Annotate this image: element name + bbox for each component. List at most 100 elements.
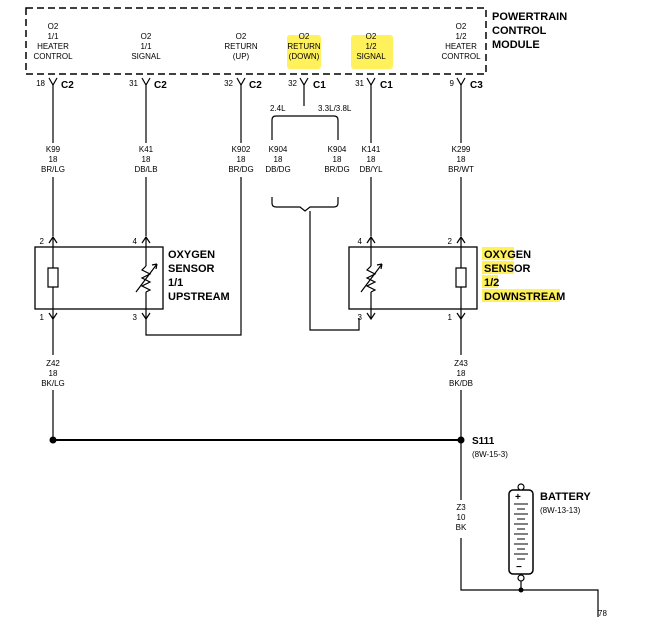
sensor-right-body bbox=[348, 246, 478, 310]
pcm-pin-6-label-3: HEATER bbox=[445, 42, 477, 51]
pcm-pin-5-label-2: 1/2 bbox=[365, 42, 377, 51]
pcm-pin-4-label-2: RETURN bbox=[287, 42, 321, 51]
corner-fragment: 78 bbox=[598, 609, 607, 617]
heater-element-icon bbox=[47, 247, 59, 309]
pcm-title-line-1: POWERTRAIN bbox=[492, 11, 567, 23]
pcm-pin-3-label-2: RETURN bbox=[224, 42, 258, 51]
engine-option-bracket: 2.4L 3.3L/3.8L bbox=[270, 91, 360, 331]
pcm-pin-1-label-1: O2 bbox=[48, 22, 59, 31]
wire-k141-gauge: 18 bbox=[367, 155, 376, 164]
pcm-pin-6-terminal bbox=[456, 77, 466, 91]
highlight-o2-return-down bbox=[287, 35, 321, 69]
sensor-right-label-1: OXYGEN bbox=[484, 249, 531, 261]
pcm-title-line-3: MODULE bbox=[492, 39, 540, 51]
pcm-pin-1-label-4: CONTROL bbox=[33, 52, 73, 61]
sensor-right-pin-signal-top: 4 bbox=[358, 237, 363, 246]
pcm-pin-6-label-2: 1/2 bbox=[455, 32, 467, 41]
pcm-pin-2-connector: C2 bbox=[154, 80, 167, 91]
wire-z43-color: BK/DB bbox=[449, 379, 473, 388]
pcm-pin-1-label-3: HEATER bbox=[37, 42, 69, 51]
sensor-left-label-2: SENSOR bbox=[168, 263, 215, 275]
variable-resistor-icon bbox=[140, 265, 152, 293]
pcm-pin-5-connector: C1 bbox=[380, 80, 393, 91]
pcm-pin-3-terminal bbox=[236, 77, 246, 91]
wire-k299-color: BR/WT bbox=[448, 165, 474, 174]
pcm-pin-5-number: 31 bbox=[355, 79, 364, 88]
sensor-left-pin-heater-bottom: 1 bbox=[40, 313, 45, 322]
wire-z42-circuit: Z42 bbox=[46, 359, 60, 368]
sensor-right-label-3: 1/2 bbox=[484, 277, 499, 289]
splice-ref: (8W-15-3) bbox=[472, 450, 508, 459]
pcm-pin-4-number: 32 bbox=[288, 79, 297, 88]
sensor-right-pin-heater-bottom: 1 bbox=[448, 313, 453, 322]
wire-k41-circuit: K41 bbox=[139, 145, 154, 154]
pcm-pin-1-terminal bbox=[48, 77, 58, 91]
wire-z3-gauge: 10 bbox=[457, 513, 466, 522]
pcm-connectors: 18 C2 31 C2 32 C2 32 C1 31 C1 9 C3 bbox=[36, 77, 483, 91]
wire-z3-color: BK bbox=[456, 523, 467, 532]
pcm-pin-2-label-1: O2 bbox=[141, 32, 152, 41]
wire-k904-a-gauge: 18 bbox=[274, 155, 283, 164]
pcm-pin-3-connector: C2 bbox=[249, 80, 262, 91]
wire-k41-color: DB/LB bbox=[134, 165, 157, 174]
pcm-pin-5-label-3: SIGNAL bbox=[356, 52, 386, 61]
wire-k99-color: BR/LG bbox=[41, 165, 65, 174]
engine-label-2-4l: 2.4L bbox=[270, 104, 286, 113]
wires bbox=[52, 91, 462, 336]
pcm-pin-6-label-1: O2 bbox=[456, 22, 467, 31]
wire-k99-gauge: 18 bbox=[49, 155, 58, 164]
pcm-pin-6-label-4: CONTROL bbox=[441, 52, 481, 61]
sensor-right-pin-signal-bottom: 3 bbox=[358, 313, 363, 322]
pcm-pin-1-label-2: 1/1 bbox=[47, 32, 59, 41]
sensor-right-label-2: SENSOR bbox=[484, 263, 531, 275]
pcm-pin-3-number: 32 bbox=[224, 79, 233, 88]
pcm-pin-4-terminal bbox=[299, 77, 309, 91]
wire-k904-b-color: BR/DG bbox=[324, 165, 349, 174]
wire-z42-gauge: 18 bbox=[49, 369, 58, 378]
battery-ref: (8W-13-13) bbox=[540, 506, 581, 515]
heater-element-icon bbox=[455, 247, 467, 309]
pcm-pin-labels: O2 1/1 HEATER CONTROL O2 1/1 SIGNAL O2 R… bbox=[33, 22, 481, 61]
wire-z3-circuit: Z3 bbox=[456, 503, 466, 512]
pcm-pin-3-label-3: (UP) bbox=[233, 52, 250, 61]
powertrain-control-module: POWERTRAIN CONTROL MODULE bbox=[25, 7, 567, 75]
pcm-pin-2-label-3: SIGNAL bbox=[131, 52, 161, 61]
sensor-left-pin-signal-top: 4 bbox=[133, 237, 138, 246]
pcm-pin-1-number: 18 bbox=[36, 79, 45, 88]
wire-k904-a-circuit: K904 bbox=[269, 145, 288, 154]
splice-dot-left bbox=[49, 436, 57, 444]
pcm-pin-5-label-1: O2 bbox=[366, 32, 377, 41]
highlight-o2-12-signal bbox=[351, 35, 393, 69]
battery-plus: + bbox=[515, 492, 521, 503]
pcm-pin-4-label-1: O2 bbox=[299, 32, 310, 41]
sensor-left-label-1: OXYGEN bbox=[168, 249, 215, 261]
wire-k902-circuit: K902 bbox=[232, 145, 251, 154]
wire-k299-circuit: K299 bbox=[452, 145, 471, 154]
wire-k41-gauge: 18 bbox=[142, 155, 151, 164]
wire-k141-color: DB/YL bbox=[359, 165, 383, 174]
battery-label: BATTERY bbox=[540, 491, 591, 503]
wire-labels: K99 18 BR/LG K41 18 DB/LB K902 18 BR/DG … bbox=[41, 145, 474, 174]
sensor-left-body bbox=[34, 246, 164, 310]
wire-k904-b-circuit: K904 bbox=[328, 145, 347, 154]
wire-k904-b-gauge: 18 bbox=[333, 155, 342, 164]
wire-k299-gauge: 18 bbox=[457, 155, 466, 164]
battery: + − BATTERY (8W-13-13) 78 bbox=[508, 483, 607, 617]
pcm-pin-2-terminal bbox=[141, 77, 151, 91]
wire-k902-gauge: 18 bbox=[237, 155, 246, 164]
pcm-pin-6-connector: C3 bbox=[470, 80, 483, 91]
pcm-title-line-2: CONTROL bbox=[492, 25, 547, 37]
pcm-pin-3-label-1: O2 bbox=[236, 32, 247, 41]
oxygen-sensor-upstream: 2 4 1 3 OXYGEN SENSOR 1/1 UPSTREAM bbox=[34, 235, 230, 322]
oxygen-sensor-downstream: 4 2 3 1 OXYGEN SENSOR 1/2 DOWNSTREAM bbox=[348, 235, 565, 322]
pcm-pin-4-connector: C1 bbox=[313, 80, 326, 91]
wire-z42-color: BK/LG bbox=[41, 379, 65, 388]
pcm-pin-6-number: 9 bbox=[450, 79, 455, 88]
variable-resistor-icon bbox=[365, 265, 377, 293]
battery-minus: − bbox=[516, 562, 522, 573]
sensor-left-pin-signal-bottom: 3 bbox=[133, 313, 138, 322]
wire-z43-gauge: 18 bbox=[457, 369, 466, 378]
pcm-pin-5-terminal bbox=[366, 77, 376, 91]
pcm-pin-2-label-2: 1/1 bbox=[140, 42, 152, 51]
